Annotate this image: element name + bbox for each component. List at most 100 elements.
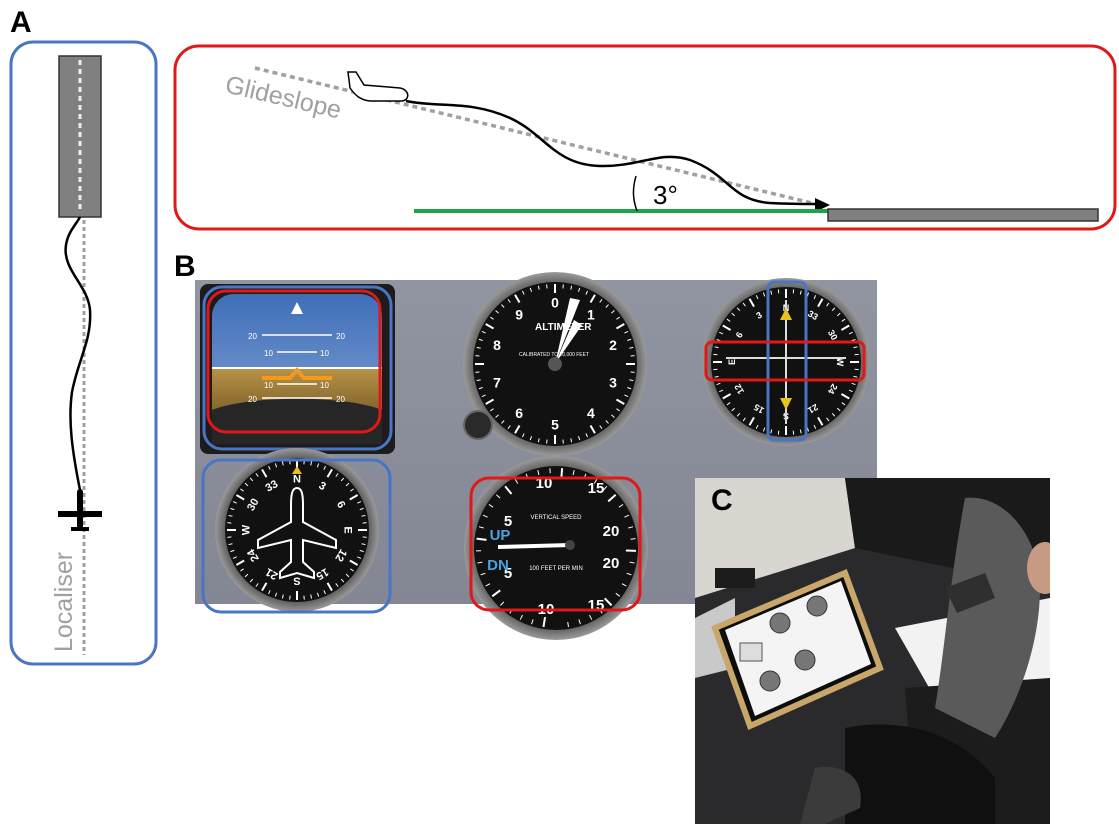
dial-tick xyxy=(481,394,486,397)
dial-tick xyxy=(605,420,609,424)
dial-tick xyxy=(748,298,755,308)
heading-blue-frame xyxy=(201,458,392,614)
dial-tick xyxy=(726,402,731,406)
pitch-mark: 20 xyxy=(248,332,257,341)
dial-tick xyxy=(755,295,759,300)
dial-tick xyxy=(748,416,755,426)
dial-label: 6 xyxy=(515,405,523,421)
dial-label: 4 xyxy=(587,405,595,421)
dial-label: E xyxy=(341,526,353,533)
dial-tick xyxy=(826,302,830,307)
dial-tick xyxy=(326,468,333,478)
runway-side-view xyxy=(827,208,1099,222)
vsi-tick xyxy=(491,589,501,598)
dial-tick xyxy=(831,307,836,312)
dial-tick xyxy=(611,414,615,418)
vsi-tick xyxy=(499,601,505,606)
dial-tick xyxy=(731,312,736,317)
dial-tick xyxy=(232,556,237,559)
dial-tick xyxy=(836,312,841,317)
vsi-tick xyxy=(482,514,488,518)
vsi-tick xyxy=(480,572,486,576)
flight-path-arrowhead xyxy=(815,198,830,212)
dial-tick xyxy=(240,488,244,492)
dial-tick xyxy=(228,543,233,546)
dial-tick xyxy=(345,573,350,578)
dial-tick xyxy=(722,393,732,400)
pitch-mark: 10 xyxy=(320,349,329,358)
dial-tick xyxy=(629,346,634,349)
vsi-tick xyxy=(578,619,581,625)
vsi-label: DN xyxy=(487,557,509,574)
vsi-tick xyxy=(519,614,523,620)
vsi-label: UP xyxy=(490,527,511,544)
dial-tick xyxy=(485,398,495,405)
vsi-tick xyxy=(477,561,483,564)
vsi-tick xyxy=(572,469,575,476)
dial-tick xyxy=(719,331,724,335)
dial-tick xyxy=(514,424,521,434)
vsi-tick xyxy=(626,572,632,576)
vsi-needle xyxy=(498,543,570,549)
pitch-mark: 10 xyxy=(320,381,329,390)
vsi-tick xyxy=(624,514,630,518)
dial-tick xyxy=(611,310,615,314)
dial-tick xyxy=(357,501,362,504)
aircraft-top-icon xyxy=(58,489,102,531)
dial-tick xyxy=(585,433,588,438)
vsi-tick xyxy=(621,583,627,587)
dial-tick xyxy=(249,578,254,583)
dial-tick xyxy=(310,594,313,599)
vsi-label: 5 xyxy=(504,565,512,582)
dial-tick xyxy=(507,425,511,430)
dial-tick xyxy=(826,417,830,422)
dial-tick xyxy=(335,473,339,477)
dial-label: 33 xyxy=(264,478,281,495)
dial-tick xyxy=(840,324,850,331)
dial-label: 15 xyxy=(752,402,766,416)
dial-tick xyxy=(589,424,596,434)
dial-tick xyxy=(230,507,235,511)
dial-tick xyxy=(585,290,588,295)
dial-tick xyxy=(806,427,810,432)
dial-tick xyxy=(261,468,268,478)
dial-tick xyxy=(599,298,603,303)
dial-tick xyxy=(326,582,333,592)
dial-tick xyxy=(742,417,746,422)
dial-tick xyxy=(853,346,858,349)
dial-tick xyxy=(629,379,634,382)
dial-tick xyxy=(522,433,525,438)
dial-tick xyxy=(719,389,724,393)
dial-tick xyxy=(255,473,259,477)
dial-tick xyxy=(340,477,345,482)
dial-tick xyxy=(230,549,235,553)
attitude-indicator: 20 20 10 10 10 10 20 20 xyxy=(200,284,395,454)
dial-label: 15 xyxy=(314,565,331,582)
vsi-tick xyxy=(603,597,613,607)
vsi-tick xyxy=(567,621,570,628)
dial-tick xyxy=(350,568,354,572)
vsi-sub: 100 FEET PER MIN xyxy=(529,566,583,572)
aircraft-reference xyxy=(262,366,332,380)
dial-tick xyxy=(762,427,766,432)
vsi-label: 5 xyxy=(504,513,512,530)
dial-tick xyxy=(616,408,621,412)
dial-tick xyxy=(570,438,573,443)
tablet-frame xyxy=(711,569,884,731)
glideslope-flight-path xyxy=(405,99,819,206)
vsi-tick xyxy=(531,619,534,625)
dial-label: 33 xyxy=(806,308,820,322)
dial-tick xyxy=(851,338,856,342)
dial-label: 24 xyxy=(826,382,840,396)
vsi-label: 15 xyxy=(588,480,605,497)
panel-label-c: C xyxy=(711,484,733,517)
vsi-label: 20 xyxy=(603,555,620,572)
dial-tick xyxy=(627,387,632,390)
dial-label: 6 xyxy=(734,330,745,339)
dial-label: N xyxy=(293,474,301,486)
dial-tick xyxy=(349,559,359,566)
glideslope-frame xyxy=(173,44,1117,231)
vsi-tick xyxy=(607,493,617,503)
dial-tick xyxy=(316,592,320,597)
